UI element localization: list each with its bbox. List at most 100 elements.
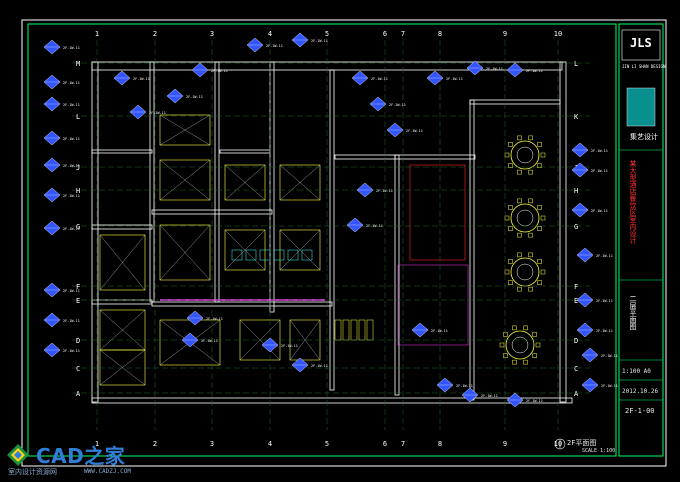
chair — [540, 152, 546, 158]
site-watermark: CAD之家 室内设计资源网 WWW.CADZJ.COM — [6, 440, 156, 480]
room-tag: 2F-1W-11 — [351, 70, 388, 86]
grid-label-left: E — [76, 297, 80, 305]
grid-label-bottom: 5 — [325, 440, 329, 448]
room-tag: 2F-1W-11 — [571, 142, 608, 158]
round-table — [510, 203, 540, 233]
title-block-sheet-number: 2F-1-00 — [625, 407, 655, 415]
room-tag-label: 2F-1W-11 — [266, 44, 283, 48]
furniture-detail — [99, 234, 146, 291]
room-tag: 2F-1W-11 — [191, 62, 228, 78]
grid-label-top: 9 — [503, 30, 507, 38]
room-tag-label: 2F-1W-11 — [601, 384, 618, 388]
grid-label-right: E — [574, 297, 578, 305]
chair — [528, 198, 533, 204]
chair — [537, 259, 542, 264]
chair — [517, 286, 522, 292]
wall — [91, 299, 153, 305]
room-tag-label: 2F-1W-11 — [456, 384, 473, 388]
room-tag: 2F-1W-11 — [581, 347, 618, 363]
grid-label-right: F — [574, 283, 578, 291]
wall — [269, 61, 275, 313]
chair — [499, 342, 505, 348]
grid-label-bottom: 1 — [95, 440, 99, 448]
cad-logo-icon — [7, 444, 29, 466]
grid-label-left: M — [76, 60, 80, 68]
chair — [517, 135, 522, 141]
room-tag: 2F-1W-11 — [43, 187, 80, 203]
chair — [504, 269, 510, 275]
title-block-drawing-name: 二层平面图 — [629, 295, 637, 330]
room-tag-label: 2F-1W-11 — [311, 39, 328, 43]
wall — [329, 69, 335, 391]
booth-seat — [342, 319, 350, 341]
title-block-logo-text: JLS — [630, 36, 652, 50]
booth-seat — [334, 319, 342, 341]
room-tag: 2F-1W-11 — [43, 342, 80, 358]
chair — [535, 342, 541, 348]
room-tag-label: 2F-1W-11 — [481, 394, 498, 398]
grid-label-top: 4 — [268, 30, 272, 38]
grid-label-left: D — [76, 337, 80, 345]
chair — [537, 205, 542, 210]
furniture-block — [99, 349, 146, 386]
room-tag-label: 2F-1W-11 — [311, 364, 328, 368]
chair — [508, 259, 513, 264]
grid-label-right: K — [574, 113, 579, 121]
room-tag: 2F-1W-11 — [43, 157, 80, 173]
chair — [532, 332, 537, 337]
chair — [504, 152, 510, 158]
wall — [559, 61, 567, 403]
room-tag: 2F-1W-11 — [506, 392, 543, 408]
title-block — [554, 29, 663, 450]
room-tag-label: 2F-1W-11 — [591, 149, 608, 153]
grid-label-right: H — [574, 187, 578, 195]
grid-label-right: C — [574, 365, 578, 373]
room-tag-label: 2F-1W-11 — [389, 103, 406, 107]
room-tag-label: 2F-1W-11 — [431, 329, 448, 333]
room-tag: 2F-1W-11 — [576, 292, 613, 308]
room-tag-label: 2F-1W-11 — [371, 77, 388, 81]
chair — [503, 353, 508, 358]
grid-label-bottom: 7 — [401, 440, 405, 448]
logo-graphic — [626, 87, 656, 127]
room-tag-label: 2F-1W-11 — [526, 69, 543, 73]
chair — [508, 142, 513, 147]
title-block-company-en: JIN LI SHAN DESIGN — [622, 64, 666, 69]
grid-label-bottom: 6 — [383, 440, 387, 448]
grid-axes: 1122334455667788991010MLLKJJHHGGFFEEDDCC… — [72, 30, 590, 448]
chair — [512, 325, 517, 331]
title-block-date: 2012.10.26 — [622, 388, 659, 395]
bar-stool — [245, 249, 257, 261]
furniture-detail — [289, 319, 321, 361]
room-tag-label: 2F-1W-11 — [63, 194, 80, 198]
chair — [512, 359, 517, 365]
room-tag: 2F-1W-11 — [571, 162, 608, 178]
room-tag-label: 2F-1W-11 — [63, 349, 80, 353]
bar-stool — [287, 249, 299, 261]
grid-label-left: L — [76, 113, 80, 121]
furniture-detail — [159, 159, 211, 201]
furniture-block — [279, 164, 321, 201]
logo-box — [621, 29, 661, 61]
room-tag: 2F-1W-11 — [43, 96, 80, 112]
chair — [508, 205, 513, 210]
room-tag: 2F-1W-11 — [576, 322, 613, 338]
title-block-scale: 1:100 A0 — [622, 368, 651, 375]
room-tag: 2F-1W-11 — [181, 332, 218, 348]
room-tag: 2F-1W-11 — [43, 39, 80, 55]
room-tag-label: 2F-1W-11 — [376, 189, 393, 193]
furniture-detail — [239, 319, 281, 361]
room-tag: 2F-1W-11 — [466, 60, 503, 76]
room-tag-label: 2F-1W-11 — [63, 289, 80, 293]
kitchen-zone — [409, 164, 466, 261]
chair — [528, 169, 533, 175]
chair — [517, 169, 522, 175]
wall — [219, 149, 271, 154]
booth-seat — [350, 319, 358, 341]
room-tag: 2F-1W-11 — [386, 122, 423, 138]
room-tag-label: 2F-1W-11 — [63, 164, 80, 168]
grid-label-top: 1 — [95, 30, 99, 38]
wall — [91, 397, 573, 404]
grid-label-top: 6 — [383, 30, 387, 38]
grid-label-bottom: 2 — [153, 440, 157, 448]
